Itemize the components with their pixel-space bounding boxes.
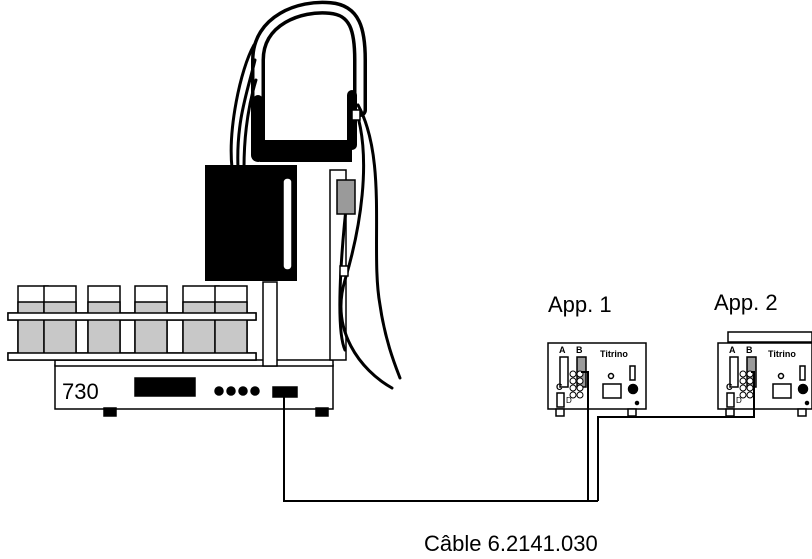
port-a [729, 356, 739, 388]
titrino-knob [777, 372, 785, 380]
changer-button [250, 386, 260, 396]
changer-stand [262, 281, 278, 367]
port-a-label: A [559, 345, 566, 355]
port-c-label: C [556, 382, 563, 392]
port-b-label: B [576, 345, 583, 355]
port-b-label: B [746, 345, 753, 355]
titrino-brand-label: Titrino [768, 349, 796, 359]
cable-to-app2 [597, 371, 755, 501]
sample-changer-label: 730 [62, 379, 99, 404]
changer-button [238, 386, 248, 396]
titrino-app1 [547, 342, 647, 417]
titrino-top-cover [727, 331, 812, 343]
changer-foot [103, 407, 117, 417]
titrino-foot [725, 408, 735, 417]
changer-display [134, 377, 196, 397]
titrino-knob [607, 372, 615, 380]
titrino-foot [797, 408, 807, 417]
beaker-rack [7, 285, 257, 361]
titrino-display [772, 383, 792, 399]
port-c [556, 392, 565, 408]
port-d-label: D [736, 396, 742, 405]
changer-button [226, 386, 236, 396]
head-slot [282, 177, 293, 271]
port-a [559, 356, 569, 388]
titrino-button [797, 383, 809, 395]
cable-6-2141-030 [283, 371, 755, 502]
app1-label: App. 1 [548, 292, 612, 317]
app2-label: App. 2 [714, 290, 778, 315]
beaker [87, 285, 121, 355]
changer-button [214, 386, 224, 396]
cable-label: Câble 6.2141.030 [424, 531, 598, 556]
titrino-burette [629, 365, 636, 381]
titrino-brand-label: Titrino [600, 349, 628, 359]
changer-top-plate [54, 359, 334, 367]
head-arm [260, 140, 352, 162]
port-c-label: C [726, 382, 733, 392]
port-grid [739, 370, 754, 399]
titrino-foot [627, 408, 637, 417]
port-d-label: D [566, 396, 572, 405]
changer-foot [315, 407, 329, 417]
head-box [205, 165, 297, 281]
titrino-foot [555, 408, 565, 417]
tubing [229, 0, 402, 390]
titrino-display [602, 383, 622, 399]
cable-connector [336, 179, 356, 215]
port-c [726, 392, 735, 408]
titration-head [205, 140, 352, 281]
cable-clip [339, 265, 349, 277]
port-grid [569, 370, 584, 399]
port-a-label: A [729, 345, 736, 355]
titrino-button [627, 383, 639, 395]
cable-clip [351, 109, 361, 121]
titrino-burette [799, 365, 806, 381]
changer-port [272, 386, 298, 398]
